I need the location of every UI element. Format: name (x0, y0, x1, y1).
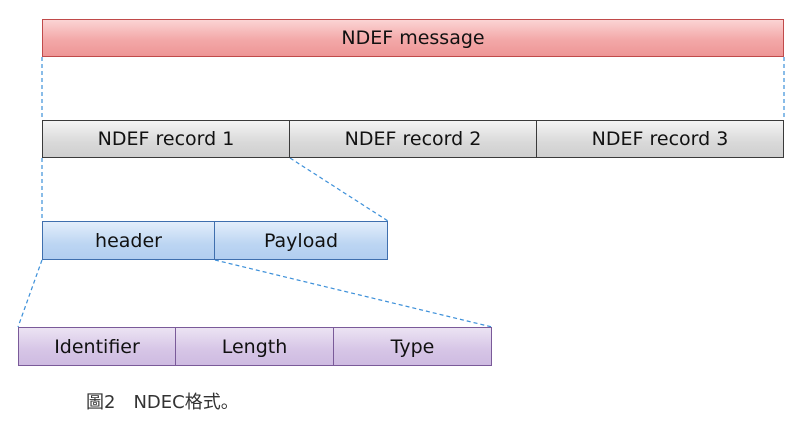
connector-record1-right (289, 157, 389, 222)
ndef-record-1-box: NDEF record 1 (42, 120, 290, 158)
record-payload-box: Payload (215, 221, 388, 260)
record-header-box: header (42, 221, 215, 260)
header-identifier-box: Identifier (18, 327, 176, 366)
record-payload-label: Payload (263, 229, 339, 252)
ndef-message-label: NDEF message (341, 27, 485, 49)
ndef-record-3-box: NDEF record 3 (537, 120, 784, 158)
ndef-record-2-label: NDEF record 2 (344, 128, 482, 150)
connector-header-right (214, 259, 493, 328)
header-length-box: Length (176, 327, 334, 366)
ndef-record-2-box: NDEF record 2 (290, 120, 537, 158)
header-length-label: Length (221, 335, 288, 358)
figure-caption: 圖2 NDEC格式。 (86, 392, 239, 413)
header-identifier-label: Identifier (54, 335, 140, 358)
header-type-box: Type (334, 327, 492, 366)
connector-header-left (17, 259, 43, 328)
header-type-label: Type (390, 335, 435, 358)
ndef-message-box: NDEF message (42, 19, 784, 57)
ndef-record-3-label: NDEF record 3 (591, 128, 729, 150)
ndef-record-1-label: NDEF record 1 (97, 128, 235, 150)
record-header-label: header (95, 229, 162, 252)
